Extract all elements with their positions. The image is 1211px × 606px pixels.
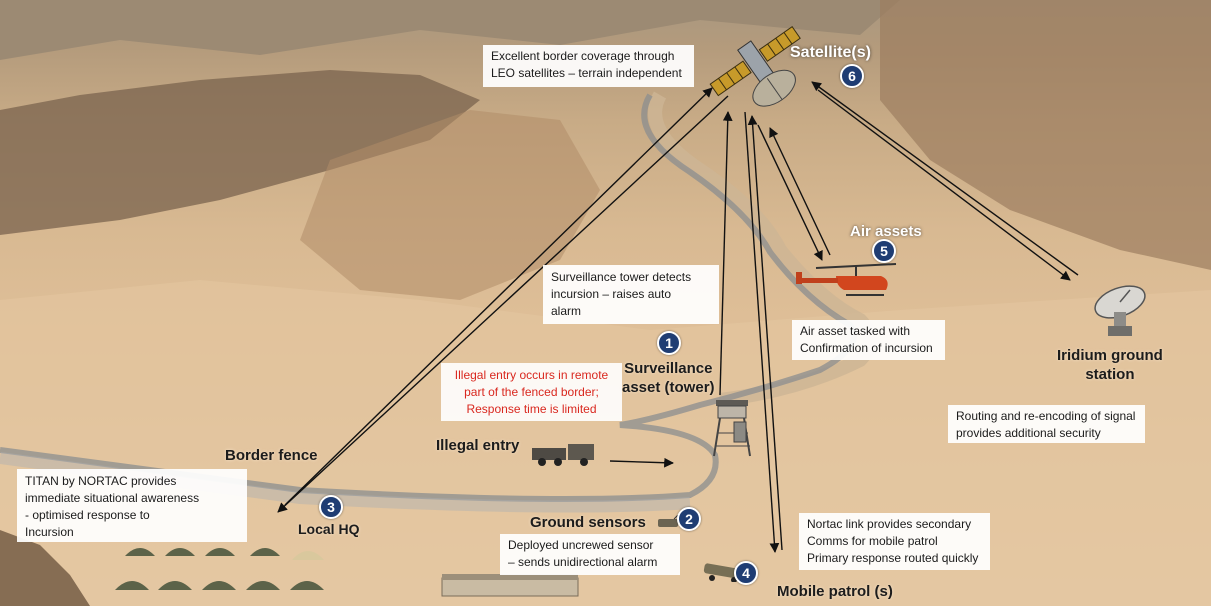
- illegal-entry-label: Illegal entry: [436, 437, 520, 454]
- titan-box: TITAN by NORTAC provides immediate situa…: [17, 469, 247, 542]
- nortac-line-2: Comms for mobile patrol: [807, 534, 938, 548]
- titan-line-3: - optimised response to: [25, 508, 150, 522]
- fence-mesh: [0, 452, 691, 513]
- surveillance-label: Surveillance asset (tower): [622, 359, 715, 397]
- step-badge-1: 1: [657, 331, 681, 355]
- arrow-illegal-entry: [609, 457, 674, 468]
- border-road: [648, 91, 877, 407]
- arrow-heli-to-satellite: [769, 127, 831, 256]
- arrow-hq-to-satellite: [284, 87, 713, 506]
- leo-coverage-line-1: Excellent border coverage through: [491, 49, 675, 63]
- arrow-satellite-to-ground-station: [817, 89, 1071, 281]
- surveillance-label-line-2: asset (tower): [622, 379, 715, 396]
- illegal-remote-line-1: Illegal entry occurs in remote: [454, 368, 609, 382]
- satellite-label: Satellite(s): [790, 44, 871, 61]
- arrow-satellite-to-patrol-1: [744, 111, 780, 553]
- air-assets-label: Air assets: [850, 223, 922, 240]
- helicopter-icon: [796, 263, 897, 296]
- sensor-box: Deployed uncrewed sensor – sends unidire…: [500, 534, 680, 575]
- building-icon: [441, 574, 579, 597]
- local-hq-label: Local HQ: [298, 521, 360, 537]
- arrow-tower-to-satellite: [719, 111, 733, 396]
- surveillance-label-line-1: Surveillance: [624, 360, 713, 377]
- dark-ridge-right: [880, 0, 1211, 270]
- nortac-box: Nortac link provides secondary Comms for…: [799, 513, 990, 570]
- nortac-line-3: Primary response routed quickly: [807, 551, 979, 565]
- tower-detects-line-3: alarm: [551, 304, 582, 318]
- step-badge-3: 3: [319, 495, 343, 519]
- arrow-satellite-to-heli-1: [757, 124, 823, 261]
- tower-detects-line-1: Surveillance tower detects: [551, 270, 692, 284]
- border-fence-label: Border fence: [225, 447, 318, 464]
- iridium-label-line-2: station: [1085, 366, 1135, 383]
- nortac-line-1: Nortac link provides secondary: [807, 517, 972, 531]
- satellite-icon: [709, 26, 801, 107]
- routing-box: Routing and re-encoding of signal provid…: [948, 405, 1145, 443]
- watch-tower-icon: [713, 400, 751, 457]
- patrol-vehicle-icon: [703, 563, 741, 582]
- routing-line-2: provides additional security: [956, 426, 1101, 440]
- ground-sensors-label: Ground sensors: [530, 514, 646, 531]
- tower-detects-box: Surveillance tower detects incursion – r…: [543, 265, 719, 324]
- step-badge-5: 5: [872, 239, 896, 263]
- shadow-valley: [300, 110, 600, 300]
- air-tasked-line-1: Air asset tasked with: [800, 324, 911, 338]
- sensor-line-2: – sends unidirectional alarm: [508, 555, 658, 569]
- bottom-left-rocks: [0, 530, 90, 606]
- air-tasked-line-2: Confirmation of incursion: [800, 341, 933, 355]
- illegal-remote-line-2: part of the fenced border;: [464, 385, 599, 399]
- leo-coverage-line-2: LEO satellites – terrain independent: [491, 66, 682, 80]
- titan-line-1: TITAN by NORTAC provides: [25, 474, 177, 488]
- air-tasked-box: Air asset tasked with Confirmation of in…: [792, 320, 945, 360]
- illegal-remote-line-3: Response time is limited: [466, 402, 597, 416]
- tent-icon: [115, 548, 324, 590]
- mobile-patrol-label: Mobile patrol (s): [777, 583, 893, 600]
- illegal-remote-box: Illegal entry occurs in remote part of t…: [441, 363, 622, 421]
- border-fence-line: [0, 93, 858, 502]
- ground-dish-icon: [1094, 285, 1146, 336]
- sensor-line-1: Deployed uncrewed sensor: [508, 538, 654, 552]
- step-badge-4: 4: [734, 561, 758, 585]
- arrow-patrol-to-satellite: [747, 115, 783, 551]
- titan-line-4: Incursion: [25, 525, 74, 539]
- dark-ridge-left: [0, 70, 480, 235]
- iridium-label-line-1: Iridium ground: [1057, 347, 1163, 364]
- tower-detects-line-2: incursion – raises auto: [551, 287, 672, 301]
- titan-line-2: immediate situational awareness: [25, 491, 200, 505]
- leo-coverage-box: Excellent border coverage through LEO sa…: [483, 45, 694, 87]
- step-badge-2: 2: [677, 507, 701, 531]
- vehicle-icon: [532, 444, 594, 466]
- iridium-label: Iridium ground station: [1057, 346, 1163, 384]
- arrow-ground-station-to-satellite: [811, 81, 1079, 276]
- step-badge-6: 6: [840, 64, 864, 88]
- arrow-satellite-to-hq: [277, 95, 729, 513]
- routing-line-1: Routing and re-encoding of signal: [956, 409, 1136, 423]
- far-mountains: [0, 0, 900, 60]
